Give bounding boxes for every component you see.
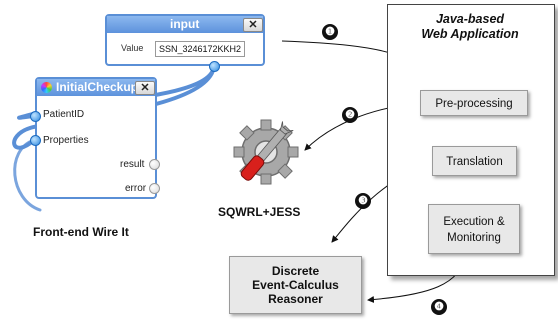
- step-1-badge: ❶: [322, 24, 338, 40]
- step-4-badge: ❹: [431, 299, 447, 315]
- patientid-field-label: PatientID: [43, 109, 85, 120]
- step-2-badge: ❷: [342, 107, 358, 123]
- execution-line1: Execution &: [443, 216, 505, 228]
- error-field-label: error: [125, 183, 147, 194]
- value-label: Value: [121, 43, 144, 53]
- app-title-line1: Java-based: [435, 12, 505, 26]
- app-title-line2: Web Application: [421, 27, 519, 41]
- reasoner-box[interactable]: Discrete Event-Calculus Reasoner: [229, 256, 362, 314]
- color-wheel-icon: [41, 82, 52, 93]
- preprocessing-box[interactable]: Pre-processing: [420, 90, 528, 116]
- patientid-input-terminal[interactable]: [30, 111, 41, 122]
- reasoner-line2: Event-Calculus: [252, 278, 339, 292]
- input-module-close-button[interactable]: ✕: [243, 18, 263, 32]
- translation-box[interactable]: Translation: [432, 146, 517, 176]
- error-output-terminal[interactable]: [149, 183, 160, 194]
- app-title: Java-based Web Application: [387, 12, 553, 42]
- result-field-label: result: [120, 159, 145, 170]
- frontend-caption: Front-end Wire It: [33, 225, 129, 239]
- initialcheckup-module-close-button[interactable]: ✕: [135, 81, 155, 95]
- initialcheckup-module-title: InitialCheckup: [56, 80, 139, 94]
- initialcheckup-module[interactable]: InitialCheckup ✕ PatientID Properties re…: [35, 77, 157, 199]
- execution-monitoring-box[interactable]: Execution & Monitoring: [428, 204, 520, 254]
- java-app-panel: [387, 4, 555, 276]
- reasoner-line1: Discrete: [271, 264, 320, 278]
- input-module-title: input: [170, 17, 200, 31]
- gear-wrench-icon: [233, 119, 299, 185]
- wire-properties-loop[interactable]: [13, 138, 42, 212]
- input-module-header[interactable]: input ✕: [107, 16, 263, 33]
- step-3-badge: ❸: [355, 193, 371, 209]
- properties-field-label: Properties: [43, 135, 89, 146]
- properties-input-terminal[interactable]: [30, 135, 41, 146]
- input-module[interactable]: input ✕ Value SSN_3246172KKH2: [105, 14, 265, 66]
- value-input[interactable]: SSN_3246172KKH2: [155, 41, 245, 57]
- tool-caption: SQWRL+JESS: [218, 205, 301, 219]
- reasoner-line3: Reasoner: [268, 292, 323, 306]
- input-output-terminal[interactable]: [209, 61, 220, 72]
- initialcheckup-module-header[interactable]: InitialCheckup ✕: [37, 79, 155, 96]
- execution-line2: Monitoring: [447, 232, 501, 244]
- result-output-terminal[interactable]: [149, 159, 160, 170]
